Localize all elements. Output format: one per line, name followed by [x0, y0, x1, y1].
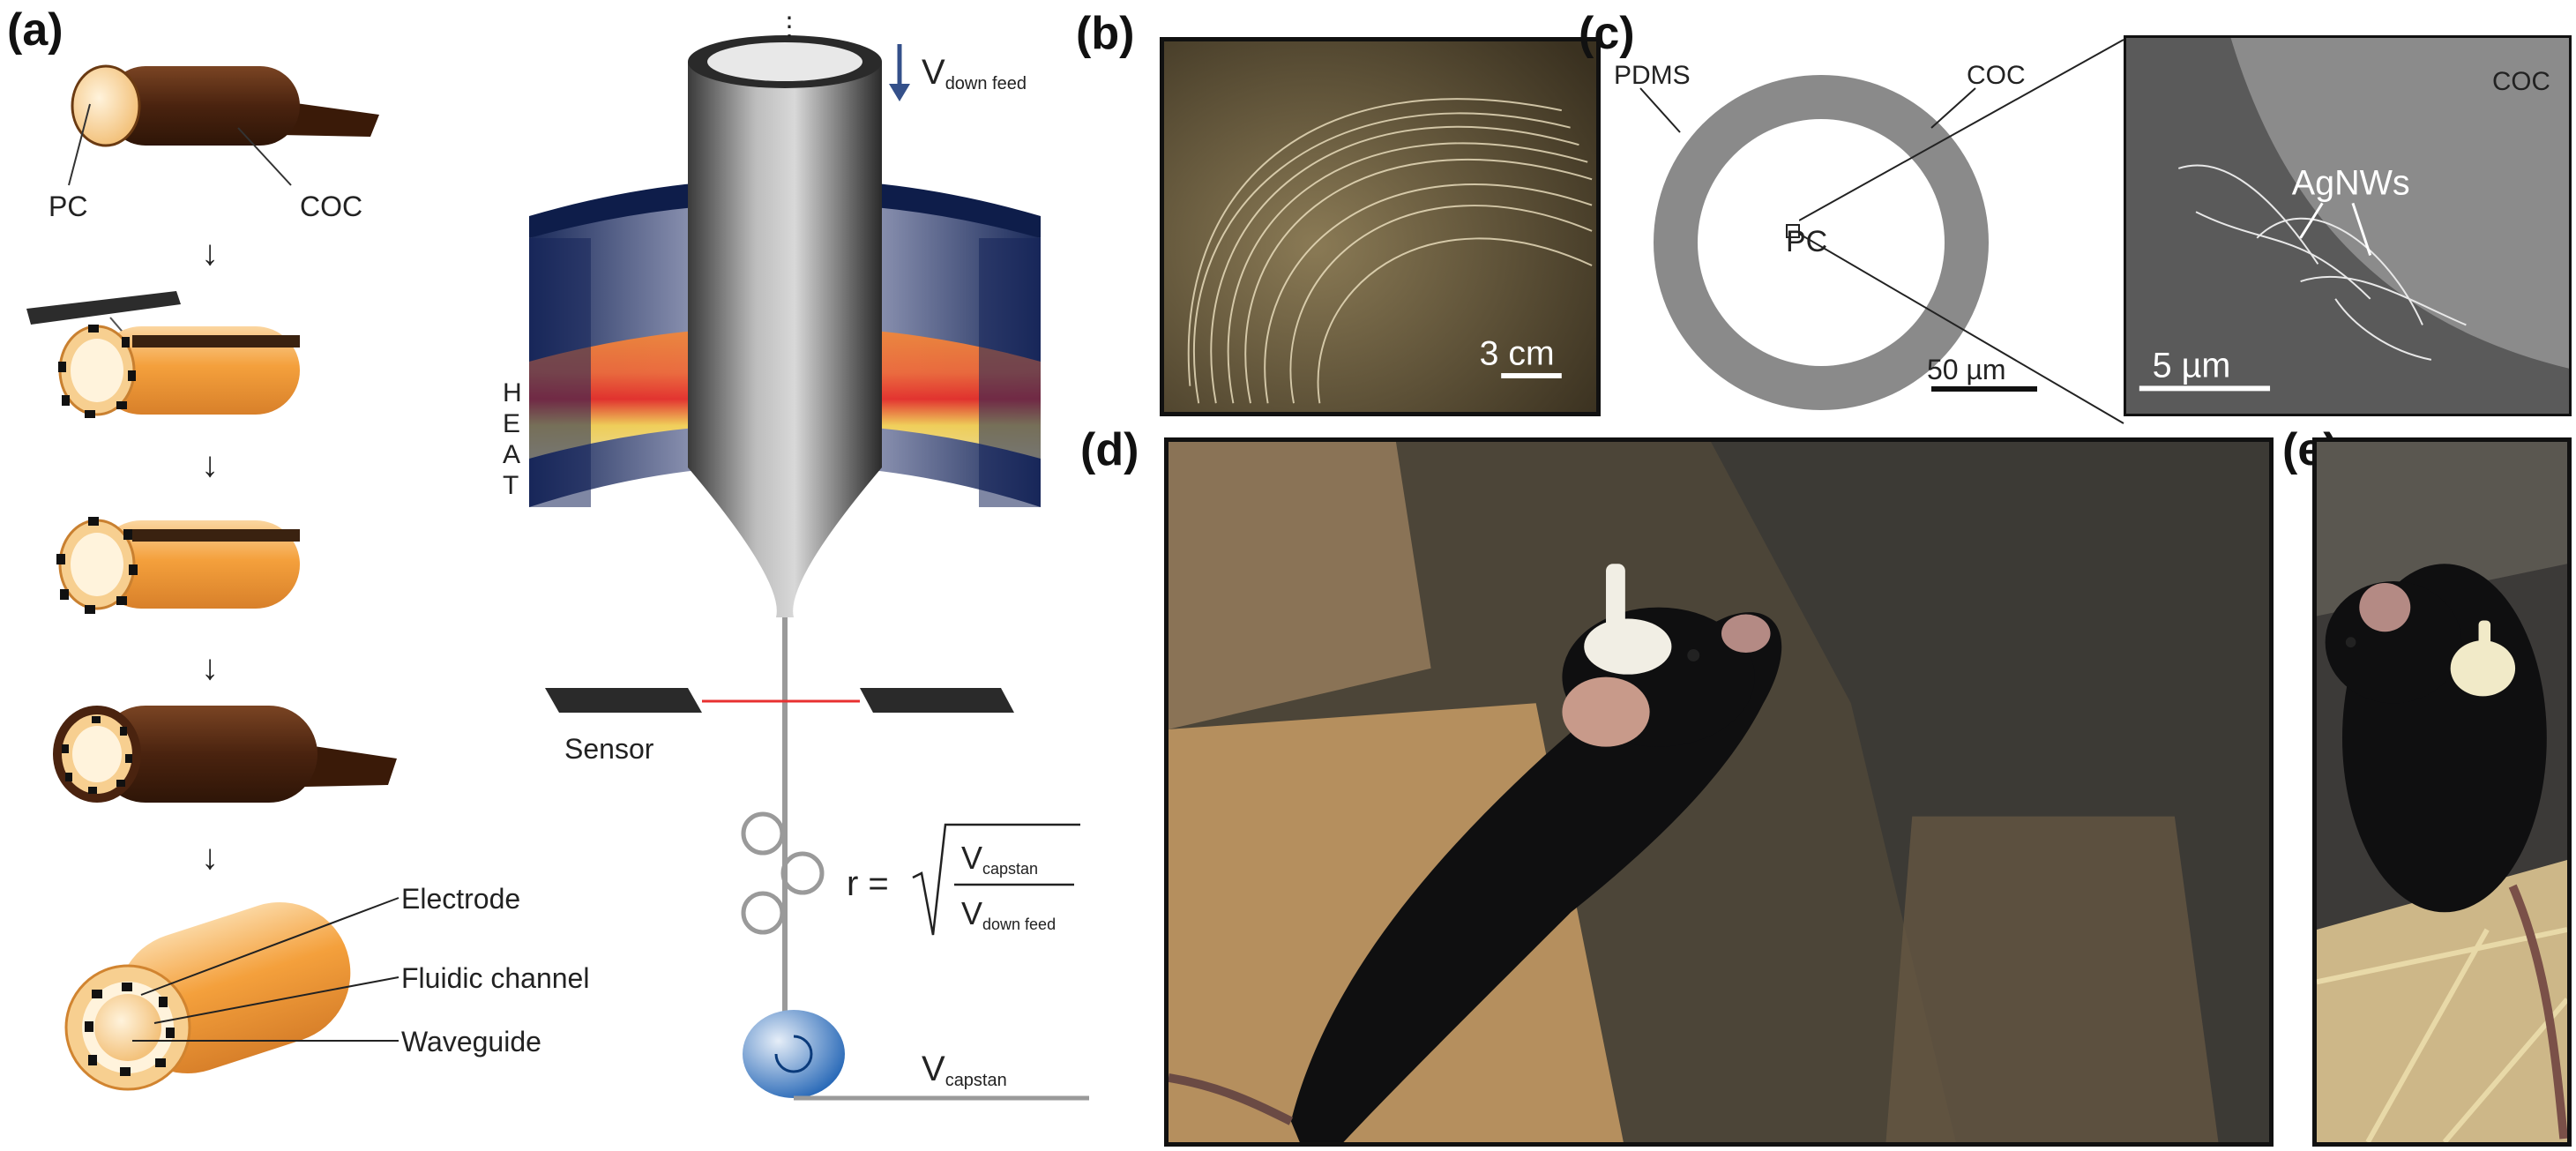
- sem-coc-label: COC: [2492, 67, 2550, 96]
- capstan-pulleys: [741, 811, 825, 935]
- zoom-lines: [1799, 39, 2124, 424]
- step4-wrapped: [53, 706, 397, 803]
- mouse-photo-d: [1164, 437, 2274, 1147]
- mouse-photo-e: [2312, 437, 2572, 1147]
- panel-d-label: (d): [1080, 424, 1139, 475]
- pdms-label: PDMS: [1614, 61, 1691, 90]
- step1-rod-sheet: [68, 64, 379, 186]
- eq-numerator: Vcapstan: [961, 840, 1038, 878]
- panel-c-label: (c): [1579, 8, 1635, 59]
- step3-rod-filled: [56, 517, 300, 614]
- capstan-spool: [743, 1010, 1089, 1101]
- heat-letter-t: T: [503, 471, 519, 500]
- electrode-label: Electrode: [401, 883, 520, 915]
- draw-ratio-equation: r = Vcapstan Vdown feed: [847, 823, 1080, 936]
- step5-preform: [64, 897, 399, 1091]
- fiber-bundle-photo: 3 cm: [1160, 37, 1601, 416]
- pc-core-label: PC: [1786, 225, 1827, 258]
- agnws-label: AgNWs: [2292, 164, 2410, 203]
- down-feed-arrow-icon: [889, 44, 910, 101]
- panel-a-label: (a): [7, 4, 63, 56]
- sem-image: COC AgNWs 5 µm: [2124, 35, 2572, 416]
- waveguide-label: Waveguide: [401, 1026, 541, 1058]
- sensor-label: Sensor: [564, 733, 654, 765]
- eq-r-label: r =: [847, 864, 889, 903]
- fluidic-channel-label: Fluidic channel: [401, 962, 589, 994]
- preform-rod: ⋮: [688, 12, 882, 617]
- fiber-cross-section: PDMS COC PC 50 µm: [1614, 61, 2037, 410]
- arrow-2-icon: ↓: [201, 445, 219, 484]
- coc-ring-label: COC: [1967, 61, 2026, 90]
- panel-b-label: (b): [1076, 8, 1135, 59]
- fiber-photo-scale-label: 3 cm: [1480, 334, 1555, 372]
- heat-letter-a: A: [503, 440, 520, 469]
- panel-a-process-diagram: PC COC ↓ ↓ ↓: [26, 12, 1089, 1101]
- eq-denominator: Vdown feed: [961, 895, 1056, 933]
- arrow-1-icon: ↓: [201, 234, 219, 273]
- v-capstan-label: Vcapstan: [922, 1050, 1007, 1090]
- pc-label: PC: [49, 191, 87, 222]
- svg-text:⋮: ⋮: [776, 12, 803, 41]
- sem-scale-label: 5 µm: [2153, 347, 2231, 385]
- ring-scale-label: 50 µm: [1927, 354, 2006, 385]
- v-down-feed-label: Vdown feed: [922, 53, 1027, 93]
- heat-label-group: H E A T: [503, 378, 522, 500]
- diameter-sensor: [545, 688, 1014, 713]
- heat-letter-h: H: [503, 378, 522, 407]
- arrow-4-icon: ↓: [201, 838, 219, 877]
- step2-rod-grooves: [26, 291, 300, 418]
- arrow-3-icon: ↓: [201, 648, 219, 687]
- coc-label: COC: [300, 191, 362, 222]
- heat-letter-e: E: [503, 409, 520, 438]
